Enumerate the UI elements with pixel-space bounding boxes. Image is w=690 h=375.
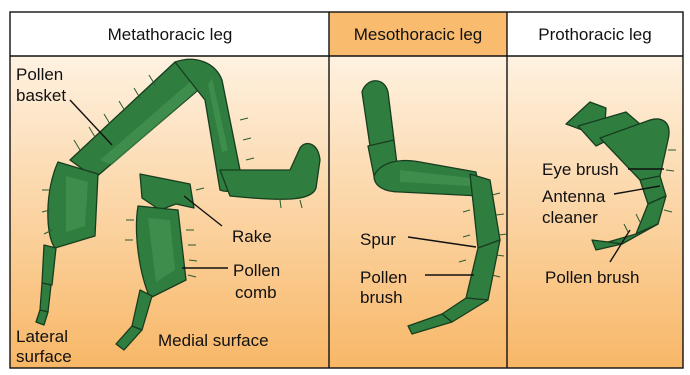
eye-brush-label: Eye brush <box>542 160 619 179</box>
medial-surface-label: Medial surface <box>158 331 269 350</box>
spur-label: Spur <box>360 230 396 249</box>
meso-pollen-brush-label-line1: Pollen <box>360 268 407 287</box>
rake-label: Rake <box>232 227 272 246</box>
prothoracic-header: Prothoracic leg <box>538 25 651 44</box>
metathoracic-header: Metathoracic leg <box>108 25 233 44</box>
meso-pollen-brush-label-line2: brush <box>360 288 403 307</box>
lateral-surface-label-line2: surface <box>16 347 72 366</box>
antenna-cleaner-label-line2: cleaner <box>542 208 598 227</box>
lateral-surface-label-line1: Lateral <box>16 327 68 346</box>
pollen-comb-label-line1: Pollen <box>233 261 280 280</box>
mesothoracic-header: Mesothoracic leg <box>354 25 483 44</box>
antenna-cleaner-label-line1: Antenna <box>542 187 606 206</box>
pollen-basket-label-line2: basket <box>16 86 66 105</box>
pollen-comb-label-line2: comb <box>235 283 277 302</box>
pollen-basket-label-line1: Pollen <box>16 65 63 84</box>
pro-pollen-brush-label: Pollen brush <box>545 268 640 287</box>
